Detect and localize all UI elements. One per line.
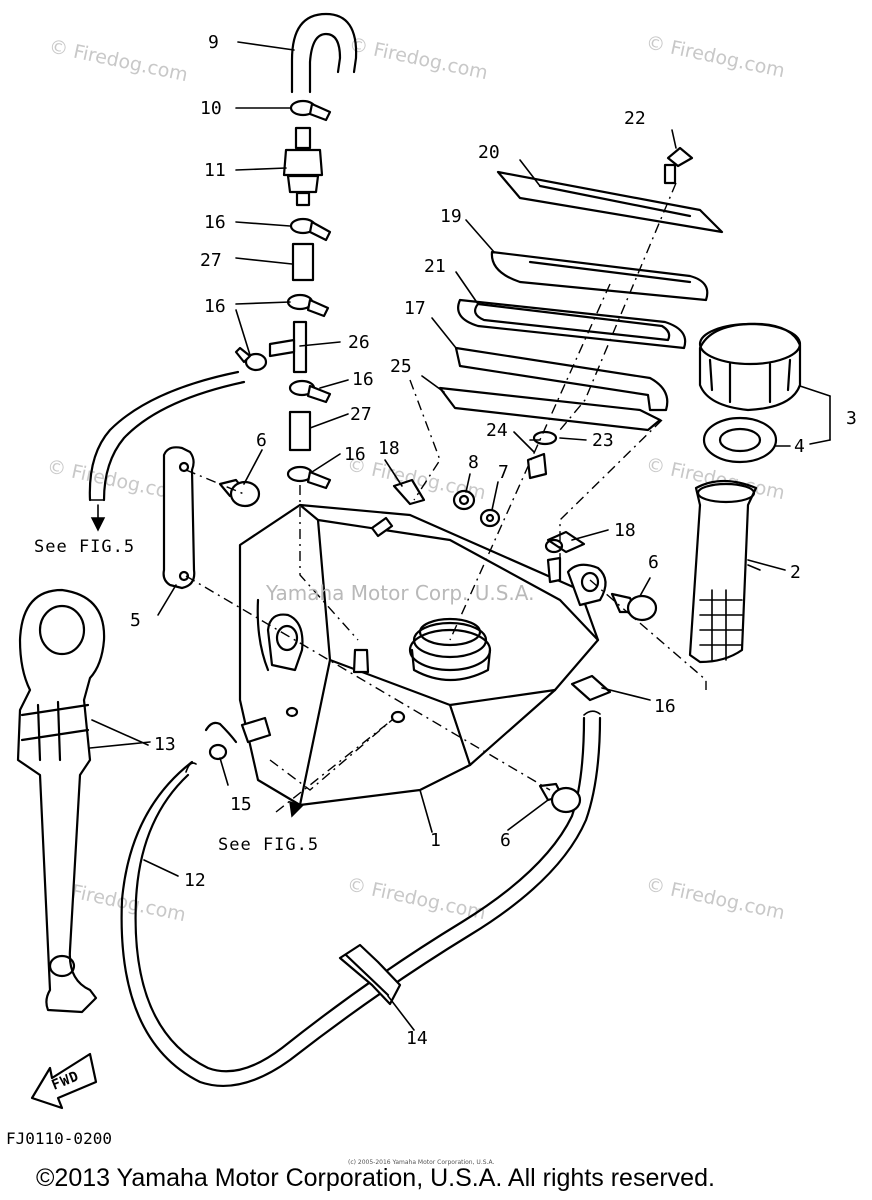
callout-6: 6 <box>500 830 511 851</box>
cap-strainer-drawing <box>688 322 802 664</box>
callout-27: 27 <box>350 404 372 425</box>
fuel-tank-drawing <box>238 503 607 807</box>
callout-17: 17 <box>404 298 426 319</box>
callout-25: 25 <box>390 356 412 377</box>
callout-3: 3 <box>846 408 857 429</box>
callout-11: 11 <box>204 160 226 181</box>
tiny-notice: (c) 2005-2016 Yamaha Motor Corporation, … <box>348 1159 494 1166</box>
watermark-text: © Firedog.com <box>644 873 787 924</box>
callout-20: 20 <box>478 142 500 163</box>
callout-19: 19 <box>440 206 462 227</box>
strap-drawing <box>16 588 106 1014</box>
callout-8: 8 <box>468 452 479 473</box>
fwd-arrow-icon: FWD <box>30 1052 98 1110</box>
center-watermark: Yamaha Motor Corp. U.S.A. <box>265 581 534 605</box>
figure-code: FJ0110-0200 <box>6 1129 112 1148</box>
hardware-drawing <box>204 478 658 814</box>
callout-10: 10 <box>200 98 222 119</box>
callout-2: 2 <box>790 562 801 583</box>
callout-5: 5 <box>130 610 141 631</box>
callout-12: 12 <box>184 870 206 891</box>
see-fig-5-lower: See FIG.5 <box>218 835 319 855</box>
hose-and-filter-stack <box>234 12 358 490</box>
callout-16: 16 <box>654 696 676 717</box>
down-arrow <box>289 800 304 818</box>
callout-26: 26 <box>348 332 370 353</box>
copyright-line: ©2013 Yamaha Motor Corporation, U.S.A. A… <box>36 1164 715 1192</box>
callout-4: 4 <box>794 436 805 457</box>
callout-14: 14 <box>406 1028 428 1049</box>
callout-23: 23 <box>592 430 614 451</box>
callout-6: 6 <box>256 430 267 451</box>
cover-plates-drawing <box>438 146 724 480</box>
callout-7: 7 <box>498 462 509 483</box>
callout-24: 24 <box>486 420 508 441</box>
callout-labels: 9 10 11 16 27 16 26 16 27 16 6 18 8 7 24… <box>130 32 857 1049</box>
watermark-text: © Firedog.com <box>345 873 488 924</box>
callout-21: 21 <box>424 256 446 277</box>
callout-13: 13 <box>154 734 176 755</box>
callout-22: 22 <box>624 108 646 129</box>
callout-16: 16 <box>204 296 226 317</box>
watermark-text: © Firedog.com <box>347 33 490 84</box>
left-hose-drawing <box>88 370 246 532</box>
callout-16: 16 <box>344 444 366 465</box>
callout-6: 6 <box>648 552 659 573</box>
callout-18: 18 <box>614 520 636 541</box>
bracket-drawing <box>162 446 196 590</box>
callout-15: 15 <box>230 794 252 815</box>
see-fig-5-upper: See FIG.5 <box>34 537 135 557</box>
callout-27: 27 <box>200 250 222 271</box>
watermark-text: © Firedog.com <box>47 35 190 86</box>
lower-hose-drawing <box>120 710 602 1088</box>
callout-16: 16 <box>352 369 374 390</box>
watermark-text: © Firedog.com <box>644 31 787 82</box>
callout-18: 18 <box>378 438 400 459</box>
callout-16: 16 <box>204 212 226 233</box>
callout-1: 1 <box>430 830 441 851</box>
callout-9: 9 <box>208 32 219 53</box>
leader-lines <box>89 41 831 1031</box>
